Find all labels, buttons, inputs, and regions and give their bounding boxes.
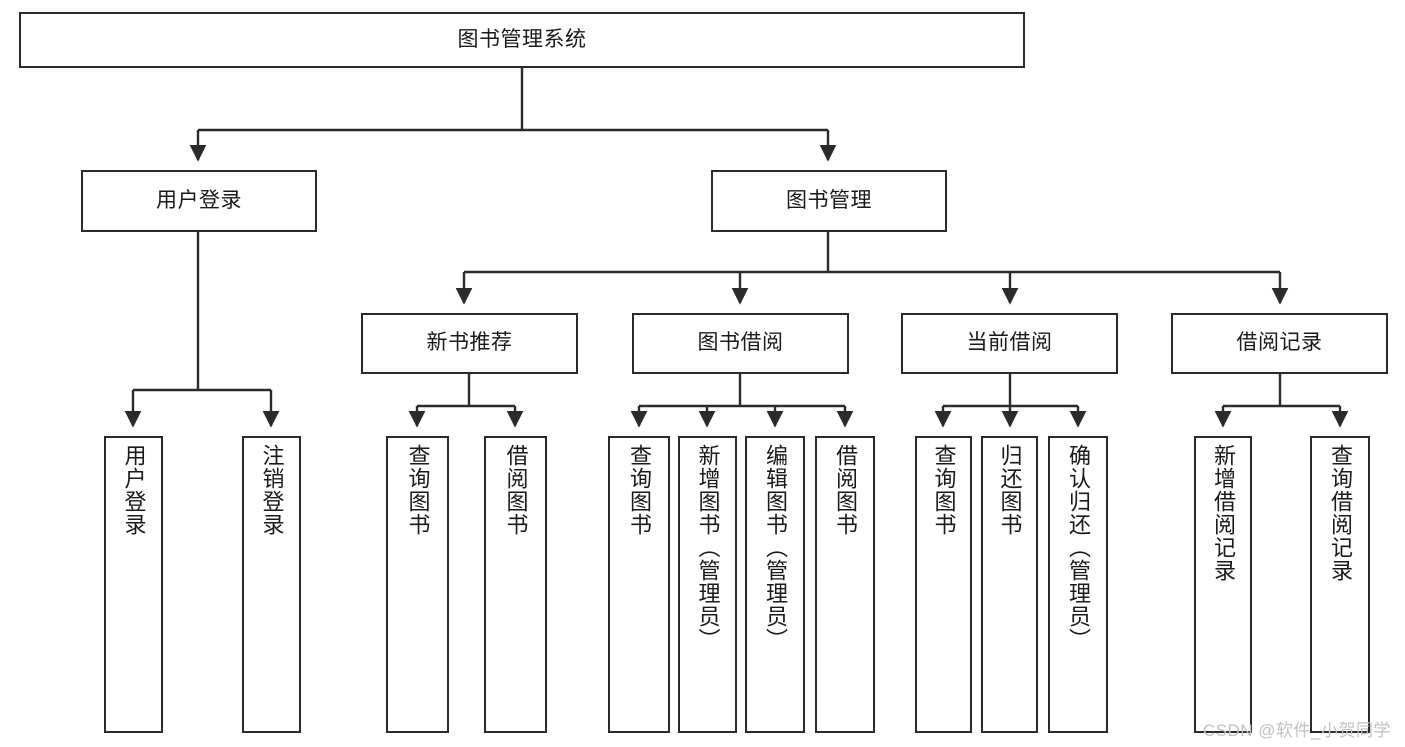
leaf-new-book-query-label: 查询图书 <box>405 444 431 536</box>
node-user-login-label: 用户登录 <box>156 188 242 212</box>
node-root-label: 图书管理系统 <box>457 27 587 51</box>
leaf-add-borrow-record[interactable]: 新增借阅记录 <box>1194 436 1252 733</box>
leaf-return-book-label: 归还图书 <box>997 444 1023 536</box>
leaf-borrow-book[interactable]: 借阅图书 <box>815 436 875 733</box>
node-current-borrow-label: 当前借阅 <box>966 331 1053 355</box>
leaf-new-book-query[interactable]: 查询图书 <box>386 436 449 733</box>
leaf-add-book-admin-label: 新增图书（管理员） <box>695 444 721 651</box>
node-new-book-recommend[interactable]: 新书推荐 <box>361 313 578 374</box>
node-book-management[interactable]: 图书管理 <box>711 170 947 232</box>
node-root[interactable]: 图书管理系统 <box>19 12 1025 68</box>
node-borrow-record-label: 借阅记录 <box>1236 331 1323 355</box>
leaf-borrow-query-book[interactable]: 查询图书 <box>608 436 670 733</box>
leaf-new-book-borrow[interactable]: 借阅图书 <box>484 436 547 733</box>
leaf-query-borrow-record-label: 查询借阅记录 <box>1328 444 1353 582</box>
leaf-borrow-book-label: 借阅图书 <box>833 444 858 536</box>
leaf-current-query-book-label: 查询图书 <box>931 444 957 536</box>
leaf-new-book-borrow-label: 借阅图书 <box>503 444 529 536</box>
leaf-confirm-return-admin-label: 确认归还（管理员） <box>1066 444 1091 651</box>
leaf-confirm-return-admin[interactable]: 确认归还（管理员） <box>1048 436 1108 733</box>
node-current-borrow[interactable]: 当前借阅 <box>901 313 1118 374</box>
csdn-watermark: CSDN @软件_小贺同学 <box>1202 721 1391 740</box>
node-new-book-recommend-label: 新书推荐 <box>426 331 513 355</box>
node-user-login[interactable]: 用户登录 <box>81 170 317 232</box>
leaf-current-query-book[interactable]: 查询图书 <box>915 436 972 733</box>
node-borrow-record[interactable]: 借阅记录 <box>1171 313 1388 374</box>
leaf-add-borrow-record-label: 新增借阅记录 <box>1211 444 1236 582</box>
leaf-user-login-label: 用户登录 <box>121 444 147 536</box>
leaf-borrow-query-book-label: 查询图书 <box>627 444 652 536</box>
leaf-edit-book-admin-label: 编辑图书（管理员） <box>763 444 788 651</box>
node-book-management-label: 图书管理 <box>786 188 872 212</box>
leaf-query-borrow-record[interactable]: 查询借阅记录 <box>1310 436 1370 733</box>
node-book-borrow-label: 图书借阅 <box>697 331 784 355</box>
leaf-user-login[interactable]: 用户登录 <box>104 436 163 733</box>
node-book-borrow[interactable]: 图书借阅 <box>632 313 849 374</box>
leaf-logout[interactable]: 注销登录 <box>242 436 301 733</box>
leaf-edit-book-admin[interactable]: 编辑图书（管理员） <box>745 436 805 733</box>
leaf-return-book[interactable]: 归还图书 <box>981 436 1038 733</box>
leaf-logout-label: 注销登录 <box>259 444 285 536</box>
leaf-add-book-admin[interactable]: 新增图书（管理员） <box>678 436 737 733</box>
